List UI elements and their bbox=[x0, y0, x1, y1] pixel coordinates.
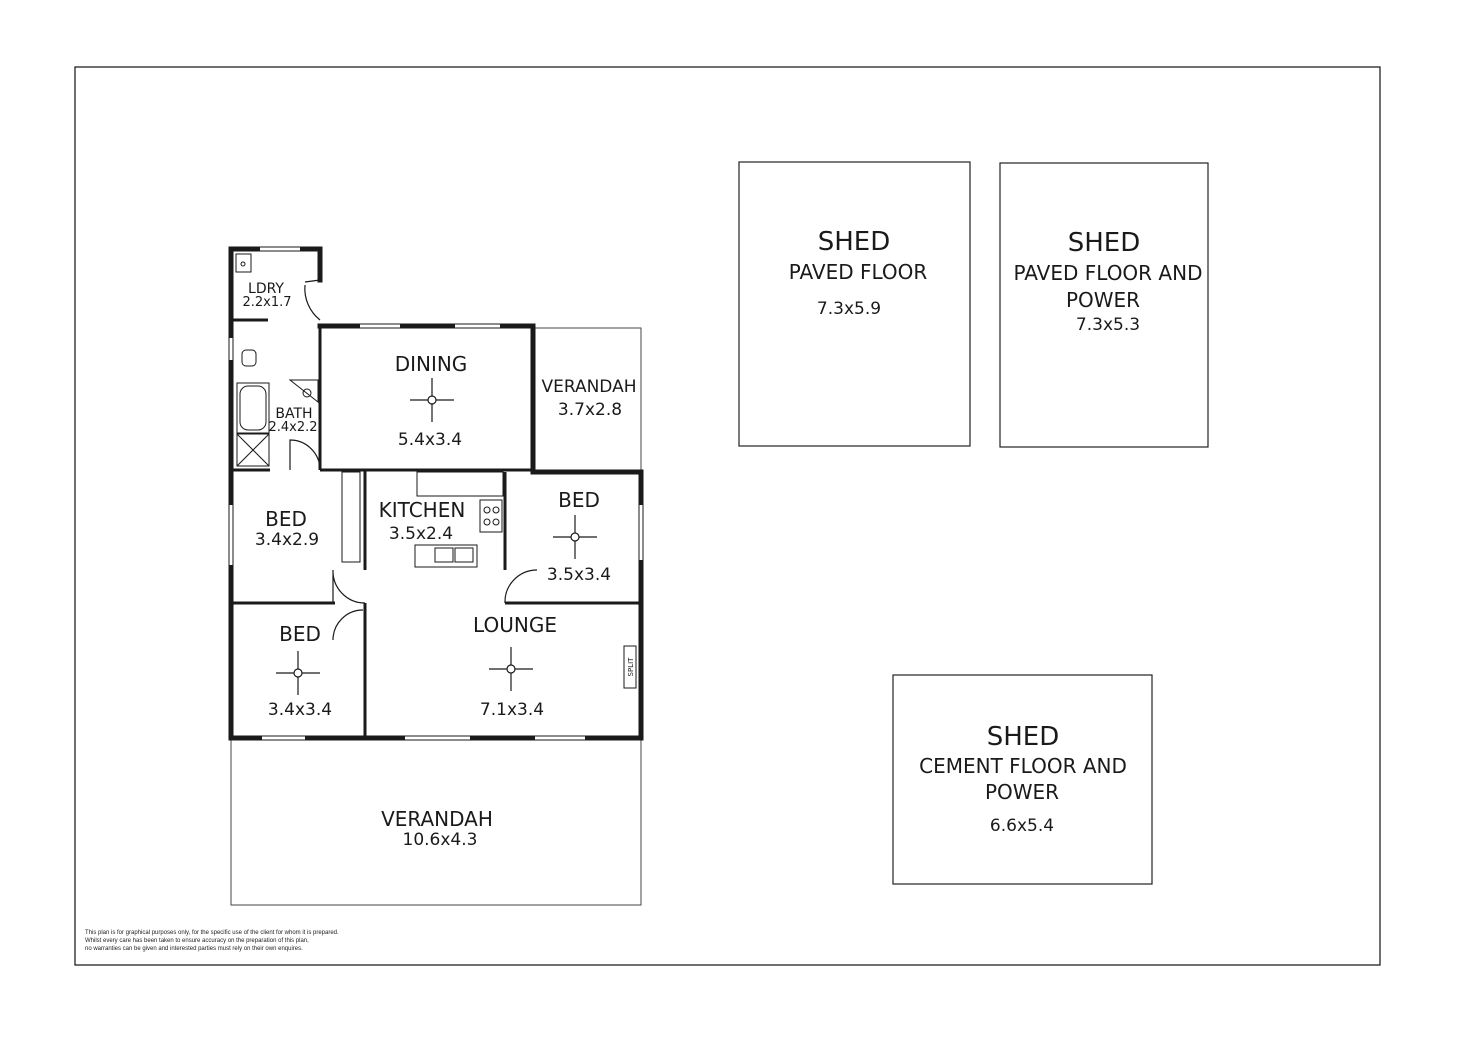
lounge-fan-icon bbox=[489, 647, 533, 691]
bed2-fan-icon bbox=[553, 515, 597, 559]
shed-2-title: SHED bbox=[1068, 228, 1141, 258]
lounge-label: LOUNGE bbox=[473, 613, 557, 637]
page-border bbox=[74, 66, 1381, 966]
bath-label: BATH bbox=[275, 406, 312, 422]
interior-walls bbox=[231, 318, 641, 738]
verandah-side-label: VERANDAH bbox=[541, 377, 636, 397]
shed-3-outline bbox=[892, 674, 1153, 885]
shed-1-floor: PAVED FLOOR bbox=[789, 260, 928, 284]
shed-3-floor: CEMENT FLOOR AND bbox=[919, 754, 1127, 778]
split-aircon-label: SPLIT bbox=[627, 657, 635, 677]
shed-2-power: POWER bbox=[1066, 288, 1140, 312]
windows bbox=[229, 247, 643, 740]
bed2-size: 3.5x3.4 bbox=[547, 565, 611, 585]
shed-3-size: 6.6x5.4 bbox=[990, 816, 1054, 836]
verandah-side-outline bbox=[532, 327, 642, 471]
dining-size: 5.4x3.4 bbox=[398, 430, 462, 450]
bed3-size: 3.4x3.4 bbox=[268, 700, 332, 720]
verandah-front-label: VERANDAH bbox=[381, 807, 493, 831]
shed-1-title: SHED bbox=[818, 227, 891, 257]
dining-label: DINING bbox=[395, 352, 468, 376]
disclaimer-line-2: Whilst every care has been taken to ensu… bbox=[85, 938, 309, 944]
bath-size: 2.4x2.2 bbox=[268, 420, 317, 435]
shed-2-outline bbox=[999, 162, 1209, 448]
bed3-label: BED bbox=[279, 622, 321, 646]
ldry-size: 2.2x1.7 bbox=[242, 295, 291, 310]
disclaimer-line-1: This plan is for graphical purposes only… bbox=[85, 930, 339, 936]
kitchen-size: 3.5x2.4 bbox=[389, 524, 453, 544]
kitchen-label: KITCHEN bbox=[379, 498, 466, 522]
shed-3-title: SHED bbox=[987, 722, 1060, 752]
bed1-size: 3.4x2.9 bbox=[255, 530, 319, 550]
bed1-label: BED bbox=[265, 507, 307, 531]
ceiling-fans bbox=[276, 378, 597, 695]
shed-1-size: 7.3x5.9 bbox=[817, 299, 881, 319]
dining-fan-icon bbox=[410, 378, 454, 422]
shed-2-floor: PAVED FLOOR AND bbox=[1014, 261, 1203, 285]
doors bbox=[289, 279, 538, 641]
lounge-size: 7.1x3.4 bbox=[480, 700, 544, 720]
bed2-label: BED bbox=[558, 488, 600, 512]
shed-2-size: 7.3x5.3 bbox=[1076, 315, 1140, 335]
verandah-side-size: 3.7x2.8 bbox=[558, 400, 622, 420]
ldry-label: LDRY bbox=[248, 281, 284, 297]
bed3-fan-icon bbox=[276, 651, 320, 695]
disclaimer-line-3: no warranties can be given and intereste… bbox=[85, 946, 303, 952]
window-frames bbox=[228, 246, 644, 741]
shed-3-power: POWER bbox=[985, 780, 1059, 804]
shed-1-outline bbox=[738, 161, 971, 447]
fixtures bbox=[235, 253, 637, 689]
verandah-front-size: 10.6x4.3 bbox=[403, 830, 478, 850]
